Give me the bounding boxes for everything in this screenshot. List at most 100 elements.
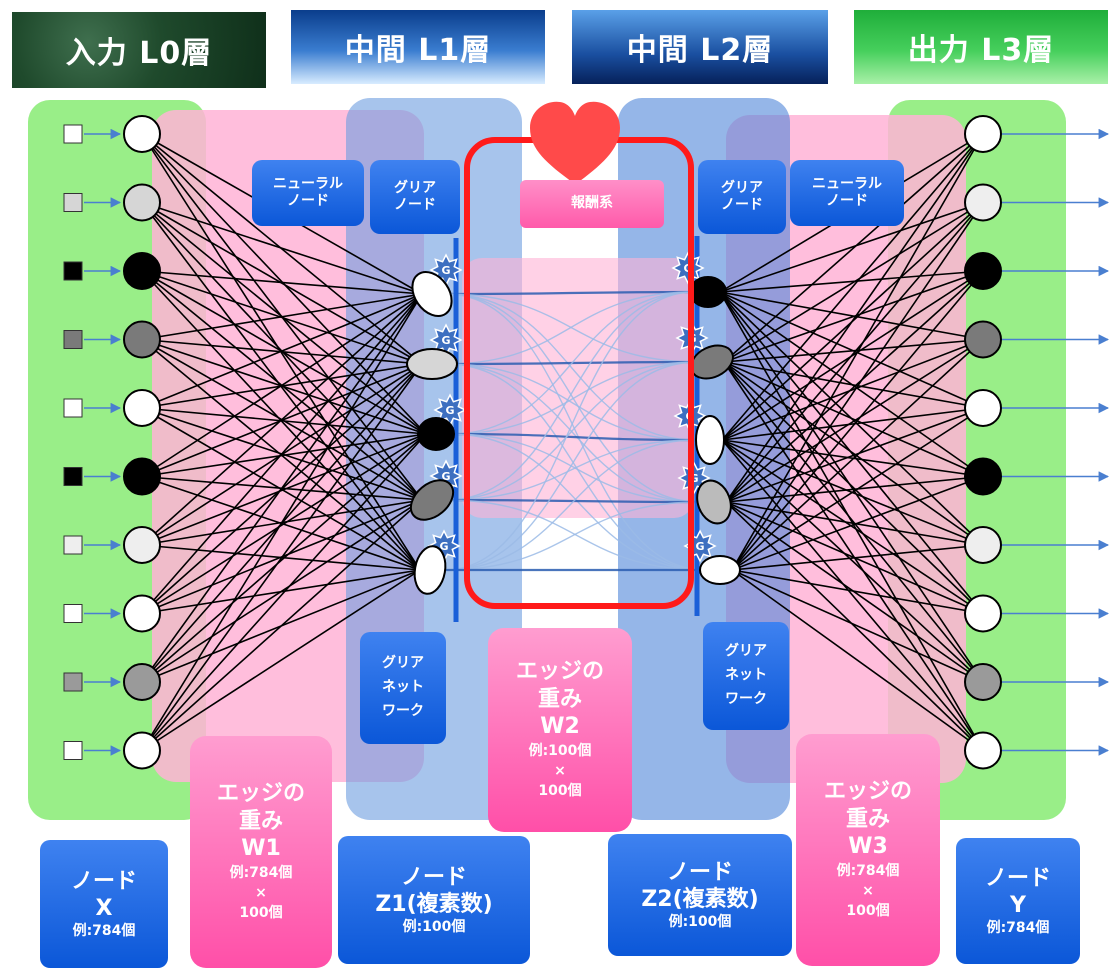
header-input-layer: 入力 L0層 [12, 12, 266, 88]
glia-node-callout-right: グリア ノード [698, 160, 786, 234]
glia-marker-label: G [441, 470, 450, 483]
header-hidden2-label: 中間 L2層 [626, 33, 774, 68]
edge-w2 [449, 291, 695, 435]
glia-network-callout-right: グリア ネット ワーク [703, 622, 789, 730]
node-z2-example: 例:100個 [668, 913, 732, 930]
edge-w2 [445, 291, 695, 365]
edge-w1 [141, 201, 423, 295]
output-node [964, 183, 1002, 222]
node-x-name: X [95, 896, 113, 922]
edge-w2 [445, 293, 707, 571]
w1-title: エッジの 重み [216, 781, 305, 834]
output-node [964, 457, 1002, 496]
input-node [123, 594, 161, 633]
edge-w1 [141, 338, 427, 435]
edge-w3 [719, 291, 984, 683]
w3-name: W3 [848, 834, 888, 860]
edge-w3 [723, 361, 984, 546]
edge-w2 [445, 293, 697, 441]
edge-w2 [449, 361, 699, 435]
output-node [964, 252, 1002, 290]
w3-callout: エッジの 重み W3 例:784個 × 100個 [796, 734, 940, 966]
edge-w1 [141, 293, 423, 341]
input-square [63, 124, 83, 144]
edge-w2 [445, 363, 697, 441]
node-x-callout: ノード X 例:784個 [40, 840, 168, 968]
edge-w1 [141, 293, 423, 683]
edge-w1 [141, 363, 423, 751]
edge-w2 [445, 293, 699, 363]
glia-marker-label: G [695, 540, 704, 553]
glia-node-callout-right-text: グリア ノード [721, 179, 763, 214]
edge-w1 [141, 433, 427, 546]
input-node [123, 320, 161, 359]
edges-group [141, 133, 984, 752]
edge-w3 [721, 133, 984, 441]
edge-w1 [141, 433, 427, 615]
edge-w3 [719, 291, 984, 546]
edge-w3 [731, 544, 984, 571]
input-node [123, 457, 161, 496]
edge-w3 [723, 361, 984, 615]
edge-w1 [141, 433, 427, 752]
edge-w3 [723, 361, 984, 478]
edge-w3 [721, 201, 984, 441]
edge-w3 [723, 361, 984, 683]
neural-node-callout-right-text: ニューラル ノード [812, 175, 882, 210]
edge-w3 [719, 291, 984, 409]
w2-example: 例:100個 × 100個 [528, 742, 592, 800]
output-node [964, 115, 1002, 153]
w1-callout: エッジの 重み W1 例:784個 × 100個 [190, 736, 332, 968]
z2-node [689, 276, 727, 308]
z2-node [696, 479, 732, 525]
edge-w1 [141, 293, 423, 478]
edge-w2 [443, 439, 697, 571]
w2-callout: エッジの 重み W2 例:100個 × 100個 [488, 628, 632, 832]
edge-w1 [141, 499, 423, 752]
glia-network-callout-left-text: グリア ネット ワーク [382, 655, 424, 719]
edge-w3 [719, 270, 984, 293]
output-node [964, 389, 1002, 427]
edge-w1 [141, 293, 423, 615]
input-node [123, 663, 161, 701]
node-z1-example: 例:100個 [402, 918, 466, 935]
input-square [63, 398, 83, 418]
edge-w3 [719, 291, 984, 615]
edge-w1 [141, 569, 421, 752]
output-node [964, 731, 1002, 770]
input-square [63, 330, 83, 349]
z2-node [695, 415, 725, 465]
edge-w2 [449, 432, 697, 442]
neural-node-callout-right: ニューラル ノード [790, 160, 904, 226]
node-x-title: ノード [70, 868, 137, 894]
input-square [63, 672, 83, 692]
node-z1-title: ノード [400, 864, 467, 890]
input-node [123, 731, 161, 770]
edge-w1 [141, 433, 427, 683]
edge-w3 [721, 439, 984, 546]
header-input-label: 入力 L0層 [65, 36, 213, 71]
edge-w3 [721, 270, 984, 441]
z1-node [411, 271, 453, 317]
node-z2-callout: ノード Z2(複素数) 例:100個 [608, 834, 792, 956]
edge-w2 [443, 501, 701, 571]
edge-w1 [141, 293, 423, 409]
edge-w3 [721, 407, 984, 441]
node-y-name: Y [1010, 893, 1026, 919]
node-z2-title: ノード [666, 859, 733, 885]
edge-w2 [445, 291, 695, 501]
z1-node [417, 417, 455, 451]
edge-w3 [721, 439, 984, 478]
z1-node [413, 545, 447, 595]
edge-w2 [445, 361, 699, 501]
edge-w3 [725, 501, 984, 683]
input-square [63, 467, 83, 486]
input-square [63, 604, 83, 623]
header-output-label: 出力 L3層 [907, 33, 1055, 68]
edge-w2 [445, 499, 707, 571]
input-node [123, 115, 161, 153]
edge-w2 [445, 439, 697, 501]
reward-system-label: 報酬系 [520, 180, 664, 228]
w1-example: 例:784個 × 100個 [229, 864, 293, 922]
